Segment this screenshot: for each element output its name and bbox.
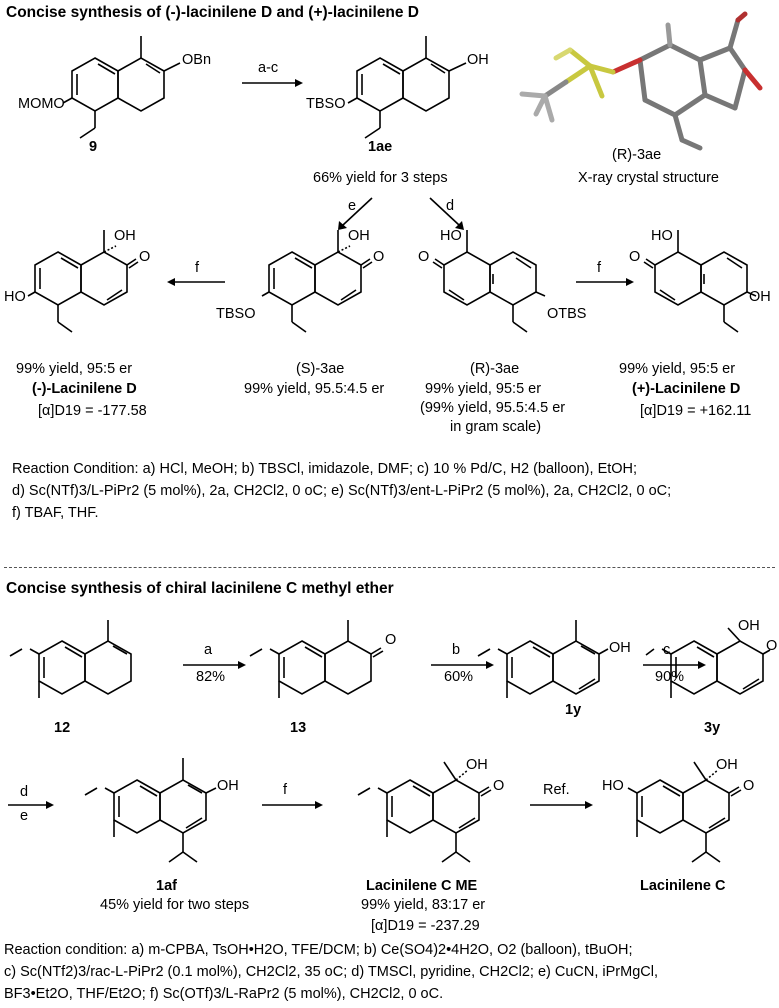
arrow-label-d: d (446, 198, 455, 214)
arrow-label-c: c (663, 642, 671, 658)
conditions-part1: Reaction Condition: a) HCl, MeOH; b) TBS… (12, 458, 774, 524)
structure-1ae (347, 36, 467, 139)
structure-3y (645, 627, 771, 698)
plus-lacd-o: O (629, 249, 641, 265)
arrow-label-e: e (348, 198, 357, 214)
compound-label-13: 13 (290, 720, 307, 736)
structure-1y (477, 620, 609, 698)
compound-label-3y: 3y (704, 720, 721, 736)
arrow-label-c-yield: 90% (655, 669, 685, 685)
label-oh-lacc-me: OH (466, 757, 488, 773)
section-title-lacinilene-d: Concise synthesis of (-)-lacinilene D an… (6, 4, 419, 21)
plus-lacd-name: (+)-Lacinilene D (632, 381, 741, 397)
r3ae-gram-line2: in gram scale) (450, 419, 542, 435)
structure-12 (9, 620, 132, 698)
arrow-label-a: a (204, 642, 213, 658)
arrow-label-b-yield: 60% (444, 669, 474, 685)
arrow-label-a-yield: 82% (196, 669, 226, 685)
structure-lacinilene-c (627, 761, 742, 863)
r3ae-o: O (418, 249, 430, 265)
r3ae-label: (R)-3ae (470, 361, 520, 377)
structure-minus-lacinilene-d (27, 230, 139, 333)
label-oh-lacc: OH (716, 757, 738, 773)
compound-label-1ae: 1ae (368, 139, 393, 155)
structure-plus-lacinilene-d (643, 230, 757, 333)
xray-structure (519, 11, 763, 151)
label-oh-1af: OH (217, 778, 239, 794)
structure-s-3ae (261, 230, 373, 333)
minus-lacd-yield: 99% yield, 95:5 er (16, 361, 133, 377)
label-o-lacc-me: O (493, 778, 505, 794)
lacc-me-name: Lacinilene C ME (366, 878, 478, 894)
conditions-part1-line2: d) Sc(NTf)3/L-PiPr2 (5 mol%), 2a, CH2Cl2… (12, 483, 672, 499)
lacc-me-yield: 99% yield, 83:17 er (361, 897, 486, 913)
structure-r-3ae (432, 230, 546, 333)
r3ae-otbs: OTBS (547, 306, 587, 322)
section-title-lacinilene-c: Concise synthesis of chiral lacinilene C… (6, 580, 394, 597)
arrow-label-a-c: a-c (258, 60, 279, 76)
arrow-d (429, 197, 460, 226)
plus-lacd-yield: 99% yield, 95:5 er (619, 361, 736, 377)
arrow-label-f-right: f (597, 260, 602, 276)
section-divider (4, 567, 775, 568)
label-oh-3y: OH (738, 618, 760, 634)
lacc-me-rotation: [α]D19 = -237.29 (371, 918, 480, 934)
s3ae-label: (S)-3ae (296, 361, 345, 377)
plus-lacd-rotation: [α]D19 = +162.11 (640, 403, 752, 419)
minus-lacd-rotation: [α]D19 = -177.58 (38, 403, 147, 419)
r3ae-yield: 99% yield, 95:5 er (425, 381, 542, 397)
label-ho-lacc: HO (602, 778, 624, 794)
label-obn: OBn (182, 52, 212, 68)
arrow-label-f-left: f (195, 260, 200, 276)
s3ae-o: O (373, 249, 385, 265)
s3ae-tbso: TBSO (216, 306, 256, 322)
conditions-part2-line3: BF3•Et2O, THF/Et2O; f) Sc(OTf)3/L-RaPr2 … (4, 986, 444, 1002)
conditions-part2-line2: c) Sc(NTf2)3/rac-L-PiPr2 (0.1 mol%), CH2… (4, 964, 658, 980)
s3ae-yield: 99% yield, 95.5:4.5 er (244, 381, 385, 397)
label-o-3y: O (766, 638, 778, 654)
minus-lacd-oh: OH (114, 228, 136, 244)
compound-label-12: 12 (54, 720, 71, 736)
structure-9 (62, 36, 181, 139)
plus-lacd-ho: HO (651, 228, 673, 244)
structure-lacinilene-c-me (357, 761, 492, 863)
r3ae-ho: HO (440, 228, 462, 244)
r3ae-gram-line1: (99% yield, 95.5:4.5 er (420, 400, 566, 416)
structure-13 (249, 620, 384, 698)
arrow-label-f: f (283, 782, 288, 798)
conditions-part1-line3: f) TBAF, THF. (12, 505, 99, 521)
arrow-label-b: b (452, 642, 461, 658)
yield-3-steps: 66% yield for 3 steps (313, 170, 448, 186)
minus-lacd-o: O (139, 249, 151, 265)
label-o-lacc: O (743, 778, 755, 794)
conditions-part2-line1: Reaction condition: a) m-CPBA, TsOH•H2O,… (4, 942, 633, 958)
xray-label: (R)-3ae (612, 147, 662, 163)
xray-caption: X-ray crystal structure (578, 170, 719, 186)
minus-lacd-name: (-)-Lacinilene D (32, 381, 137, 397)
label-oh-1y: OH (609, 640, 631, 656)
compound-label-1y: 1y (565, 702, 582, 718)
conditions-part1-line1: Reaction Condition: a) HCl, MeOH; b) TBS… (12, 461, 638, 477)
yield-1af: 45% yield for two steps (100, 897, 250, 913)
lacc-name: Lacinilene C (640, 878, 726, 894)
arrow-e (342, 197, 373, 226)
label-momo: MOMO (18, 96, 65, 112)
arrow-label-ref: Ref. (543, 782, 570, 798)
label-oh-1ae: OH (467, 52, 489, 68)
arrow-label-d: d (20, 784, 29, 800)
plus-lacd-oh: OH (749, 289, 771, 305)
structure-1af (84, 758, 217, 863)
arrow-label-e: e (20, 808, 29, 824)
conditions-part2: Reaction condition: a) m-CPBA, TsOH•H2O,… (4, 939, 774, 1005)
minus-lacd-ho: HO (4, 289, 26, 305)
label-o-13: O (385, 632, 397, 648)
label-tbso-1ae: TBSO (306, 96, 346, 112)
compound-label-9: 9 (89, 139, 98, 155)
compound-label-1af: 1af (156, 878, 177, 894)
s3ae-oh: OH (348, 228, 370, 244)
